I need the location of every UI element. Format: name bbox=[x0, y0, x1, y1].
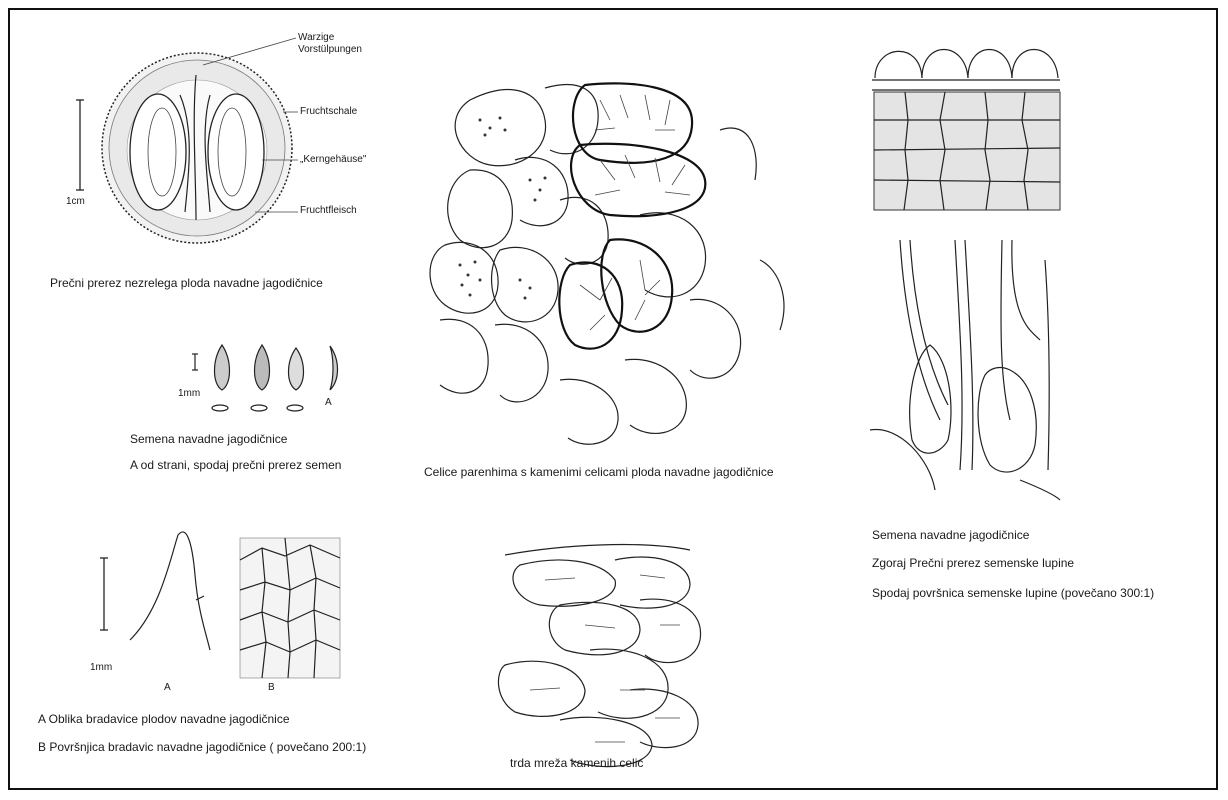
warts-label-a: A bbox=[164, 682, 171, 694]
annotation-warts: Warzige Vorstülpungen bbox=[298, 32, 388, 56]
annotation-fruit-skin: Fruchtschale bbox=[300, 106, 357, 118]
seeds-side-label: A bbox=[325, 397, 332, 409]
warts-label-b: B bbox=[268, 682, 275, 694]
seeds-caption-line2: A od strani, spodaj prečni prerez semen bbox=[130, 458, 341, 472]
stone-cells-caption: trda mreža kamenih celic bbox=[510, 756, 643, 770]
seed-coat-caption-line3: Spodaj površnica semenske lupine (poveča… bbox=[872, 586, 1154, 600]
parenchyma-caption: Celice parenhima s kamenimi celicami plo… bbox=[424, 465, 774, 479]
seed-coat-caption-line1: Semena navadne jagodičnice bbox=[872, 528, 1029, 542]
fruit-scale-label: 1cm bbox=[66, 196, 85, 208]
seed-coat-caption-line2: Zgoraj Prečni prerez semenske lupine bbox=[872, 556, 1074, 570]
annotation-core: „Kerngehäuse" bbox=[300, 154, 366, 166]
warts-scale-label: 1mm bbox=[90, 662, 112, 674]
seeds-scale-label: 1mm bbox=[178, 388, 200, 400]
annotation-fruit-flesh: Fruchtfleisch bbox=[300, 205, 357, 217]
warts-caption-line1: A Oblika bradavice plodov navadne jagodi… bbox=[38, 712, 290, 726]
fruit-section-caption: Prečni prerez nezrelega ploda navadne ja… bbox=[50, 276, 323, 290]
warts-caption-line2: B Površnjica bradavic navadne jagodičnic… bbox=[38, 740, 366, 754]
seeds-caption-line1: Semena navadne jagodičnice bbox=[130, 432, 287, 446]
